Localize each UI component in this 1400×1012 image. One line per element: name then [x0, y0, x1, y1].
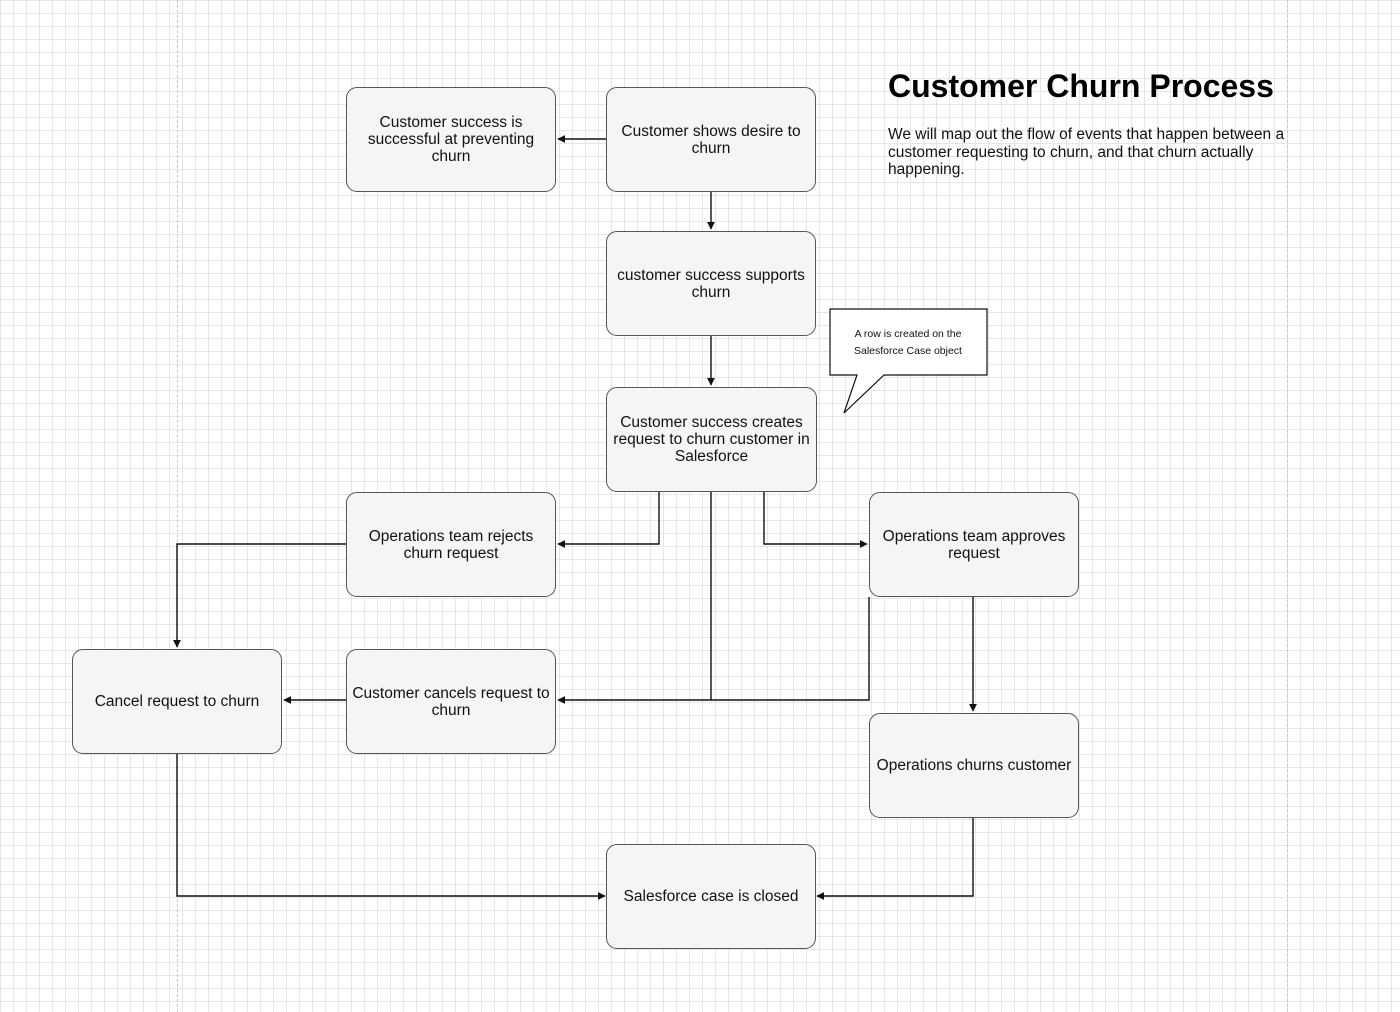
page-break-right: [1287, 0, 1288, 1012]
edge-creates-to-rejects: [557, 491, 660, 548]
edge-approves-to-customer-cancels: [711, 597, 870, 701]
callout-bubble: [829, 308, 988, 414]
edge-creates-to-customer-cancels: [557, 491, 712, 704]
node-create-request[interactable]: Customer success creates request to chur…: [606, 387, 817, 492]
node-ops-approves[interactable]: Operations team approves request: [869, 492, 1079, 597]
node-ops-churns[interactable]: Operations churns customer: [869, 713, 1079, 818]
callout-text: A row is created on the Salesforce Case …: [854, 328, 962, 357]
node-desire-to-churn[interactable]: Customer shows desire to churn: [606, 87, 816, 192]
node-prevent-churn[interactable]: Customer success is successful at preven…: [346, 87, 556, 192]
node-ops-rejects[interactable]: Operations team rejects churn request: [346, 492, 556, 597]
node-case-closed[interactable]: Salesforce case is closed: [606, 844, 816, 949]
node-supports-churn[interactable]: customer success supports churn: [606, 231, 816, 336]
edge-creates-to-approves: [763, 491, 868, 548]
page-break-left: [177, 0, 178, 1012]
edge-cancel-to-closed: [176, 753, 606, 900]
node-cancel-request[interactable]: Cancel request to churn: [72, 649, 282, 754]
node-customer-cancels[interactable]: Customer cancels request to churn: [346, 649, 556, 754]
diagram-description: We will map out the flow of events that …: [888, 126, 1285, 178]
edge-churns-to-closed: [816, 818, 974, 900]
diagram-title: Customer Churn Process: [888, 68, 1274, 104]
edge-rejects-to-cancel: [173, 543, 346, 648]
